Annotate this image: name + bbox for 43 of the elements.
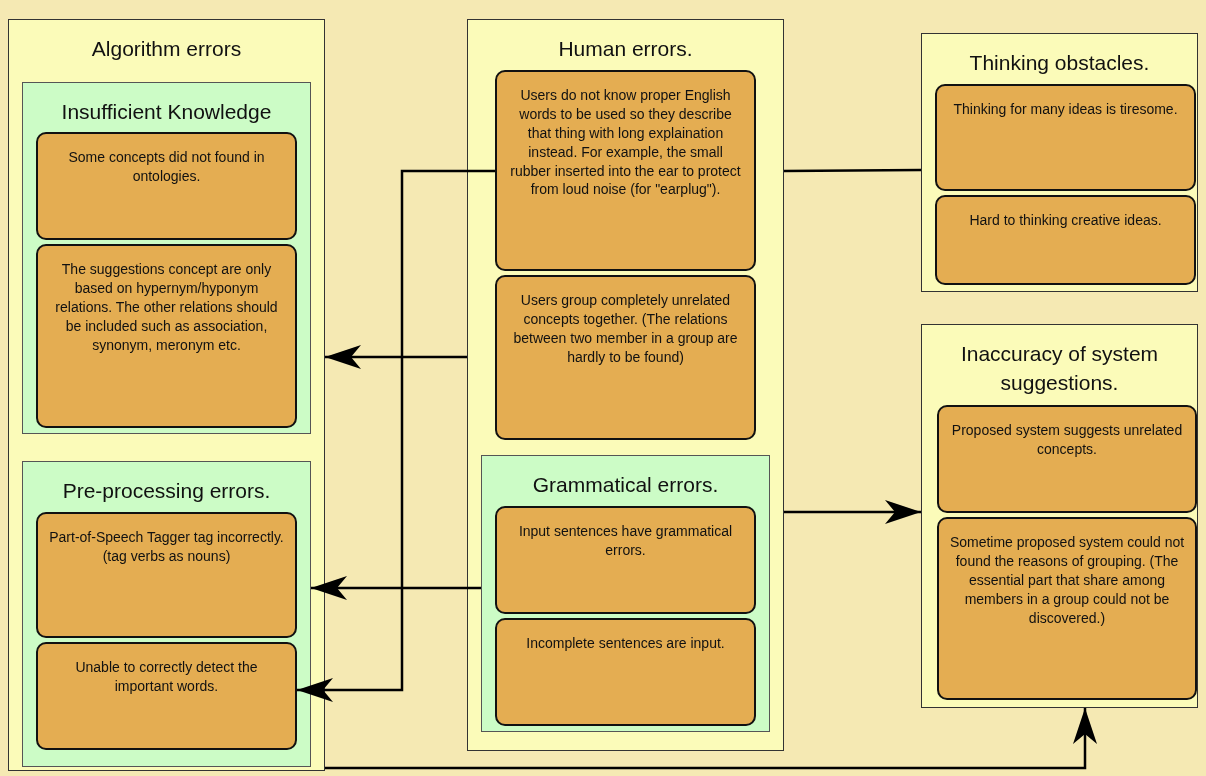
subgroup-panel (22, 461, 311, 767)
error-description: Users group completely unrelated concepts together. (The relations between two member in a group are hardly to be found) (512, 291, 739, 367)
error-card (36, 642, 297, 750)
error-card (495, 506, 756, 614)
error-card (935, 84, 1196, 191)
group-heading: Pre-processing errors. (61, 478, 272, 504)
subgroup-panel (22, 82, 311, 434)
group-heading: Thinking obstacles. (968, 50, 1151, 76)
arrow (297, 169, 495, 702)
group-panel (921, 324, 1198, 708)
error-card (495, 70, 756, 271)
group-heading: Insufficient Knowledge (60, 99, 273, 125)
arrow (325, 708, 1097, 770)
error-card (495, 618, 756, 726)
group-heading: Human errors. (557, 36, 694, 62)
error-description: Input sentences have grammatical errors. (517, 522, 734, 560)
error-card (36, 512, 297, 638)
group-heading: Grammatical errors. (531, 472, 720, 498)
error-card (36, 132, 297, 240)
error-card (937, 405, 1197, 513)
error-description: Some concepts did not found in ontologies. (67, 148, 266, 186)
error-description: Sometime proposed system could not found the reasons of grouping. (The essential part that share among members in a group could not be discovered.) (949, 533, 1185, 628)
error-description: Unable to correctly detect the important words. (74, 658, 259, 696)
group-panel (8, 19, 325, 771)
error-description: Proposed system suggests unrelated concepts. (950, 421, 1184, 459)
arrow (325, 345, 467, 369)
arrow (784, 500, 921, 524)
group-heading: Algorithm errors (90, 36, 243, 62)
error-description: Hard to thinking creative ideas. (968, 211, 1163, 230)
arrow (311, 576, 481, 600)
error-description: Incomplete sentences are input. (525, 634, 726, 653)
error-description: Users do not know proper English words to be used so they describe that thing with long explaination instead. For example, the small rubber inserted into the ear to protect from loud noise (for "earplug"). (509, 86, 742, 200)
group-heading: Inaccuracy of system suggestions. (959, 341, 1160, 397)
error-card (935, 195, 1196, 285)
error-description: Part-of-Speech Tagger tag incorrectly. (tag verbs as nouns) (48, 528, 285, 566)
error-description: Thinking for many ideas is tiresome. (952, 100, 1179, 119)
group-panel (467, 19, 784, 751)
error-card (36, 244, 297, 428)
error-card (937, 517, 1197, 700)
error-description: The suggestions concept are only based on hypernym/hyponym relations. The other relations should be included such as association, synonym, meronym etc. (54, 260, 279, 355)
error-card (495, 275, 756, 440)
group-panel (921, 33, 1198, 292)
subgroup-panel (481, 455, 770, 732)
